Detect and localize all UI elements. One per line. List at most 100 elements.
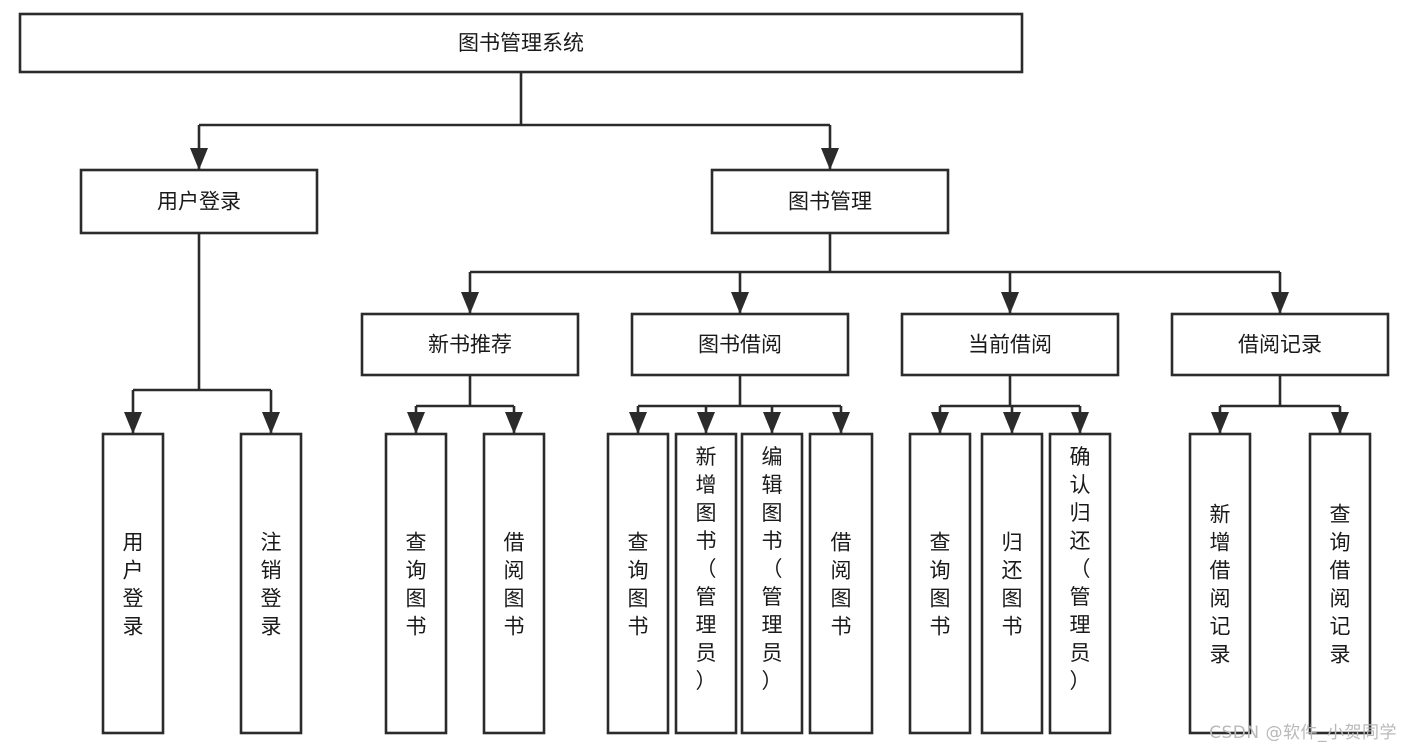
svg-text:归: 归 (1070, 501, 1091, 525)
node-box-leaf-user-login[interactable] (101, 432, 165, 735)
node-box-leaf-add-record[interactable] (1188, 432, 1252, 735)
svg-text:书: 书 (504, 615, 525, 639)
svg-text:录: 录 (261, 615, 282, 639)
node-box-leaf-add-book[interactable] (674, 432, 738, 735)
arrow-head-icon-leaf-add-book (697, 412, 715, 434)
node-box-borrow-record[interactable] (1170, 312, 1390, 377)
arrow-head-icon-user-login (190, 148, 208, 170)
svg-text:理: 理 (1070, 613, 1091, 637)
arrow-head-icon-leaf-query-record (1331, 412, 1349, 434)
svg-text:询: 询 (628, 559, 649, 583)
svg-text:辑: 辑 (762, 473, 783, 497)
svg-text:图: 图 (504, 587, 525, 611)
node-labels-layer: 图书管理系统用户登录图书管理新书推荐图书借阅当前借阅借阅记录用户登录注销登录查询… (123, 31, 1351, 693)
svg-text:书: 书 (1002, 615, 1023, 639)
node-label-root: 图书管理系统 (458, 31, 584, 55)
node-box-leaf-return-book[interactable] (980, 432, 1044, 735)
svg-text:查: 查 (628, 531, 649, 555)
arrow-head-icon-leaf-query-book-2 (629, 412, 647, 434)
svg-text:户: 户 (123, 559, 144, 583)
node-box-leaf-query-book-3[interactable] (908, 432, 972, 735)
svg-text:理: 理 (762, 613, 783, 637)
arrow-head-icon-book-borrow (731, 292, 749, 314)
svg-text:编: 编 (762, 445, 783, 469)
svg-text:书: 书 (930, 615, 951, 639)
node-box-current-borrow[interactable] (900, 312, 1120, 377)
arrow-head-icon-leaf-query-book-3 (931, 412, 949, 434)
node-box-user-login[interactable] (79, 168, 319, 235)
svg-text:查: 查 (930, 531, 951, 555)
svg-text:还: 还 (1070, 529, 1091, 553)
arrow-head-icon-leaf-user-login (124, 412, 142, 434)
svg-text:录: 录 (123, 615, 144, 639)
svg-text:借: 借 (1330, 559, 1351, 583)
node-box-leaf-borrow-book-2[interactable] (808, 432, 874, 735)
svg-text:新: 新 (1210, 503, 1231, 527)
svg-text:借: 借 (504, 531, 525, 555)
svg-text:图: 图 (1002, 587, 1023, 611)
svg-text:管: 管 (696, 585, 717, 609)
node-label-user-login: 用户登录 (157, 190, 241, 214)
arrow-head-icon-leaf-add-record (1211, 412, 1229, 434)
arrow-head-icon-borrow-record (1271, 292, 1289, 314)
svg-text:）: ） (762, 669, 783, 693)
arrow-head-icon-leaf-return-book (1003, 412, 1021, 434)
node-box-leaf-query-book-2[interactable] (606, 432, 670, 735)
node-box-leaf-edit-book[interactable] (740, 432, 804, 735)
svg-text:询: 询 (406, 559, 427, 583)
node-box-book-borrow[interactable] (630, 312, 850, 377)
arrow-head-icon-leaf-logout (262, 412, 280, 434)
svg-text:员: 员 (696, 641, 717, 665)
node-label-leaf-user-login: 用户登录 (123, 531, 144, 639)
svg-text:）: ） (1070, 669, 1091, 693)
svg-text:用: 用 (123, 531, 144, 555)
node-label-book-borrow: 图书借阅 (698, 333, 782, 357)
svg-text:图: 图 (762, 501, 783, 525)
svg-text:）: ） (696, 669, 717, 693)
node-box-leaf-confirm-return[interactable] (1048, 432, 1112, 735)
svg-text:管: 管 (762, 585, 783, 609)
svg-text:查: 查 (406, 531, 427, 555)
svg-text:书: 书 (628, 615, 649, 639)
node-label-new-book-recommend: 新书推荐 (428, 333, 512, 357)
svg-text:记: 记 (1330, 615, 1351, 639)
svg-text:员: 员 (762, 641, 783, 665)
node-box-leaf-query-book-1[interactable] (384, 432, 448, 735)
node-label-current-borrow: 当前借阅 (968, 333, 1052, 357)
svg-text:阅: 阅 (1330, 587, 1351, 611)
node-boxes-layer (18, 12, 1390, 735)
svg-text:图: 图 (831, 587, 852, 611)
node-box-new-book-recommend[interactable] (360, 312, 580, 377)
csdn-watermark: CSDN @软件_小贺同学 (1209, 723, 1397, 743)
node-box-root[interactable] (18, 12, 1024, 74)
svg-text:登: 登 (123, 587, 144, 611)
svg-text:（: （ (696, 557, 717, 581)
arrow-head-icon-leaf-confirm-return (1071, 412, 1089, 434)
svg-text:录: 录 (1210, 643, 1231, 667)
node-box-leaf-logout[interactable] (239, 432, 303, 735)
arrow-head-icon-book-management (821, 148, 839, 170)
node-box-leaf-borrow-book-1[interactable] (482, 432, 546, 735)
arrow-head-icon-leaf-borrow-book-2 (832, 412, 850, 434)
svg-text:图: 图 (628, 587, 649, 611)
node-label-book-management: 图书管理 (788, 190, 872, 214)
node-box-leaf-query-record[interactable] (1308, 432, 1372, 735)
node-box-book-management[interactable] (710, 168, 950, 235)
svg-text:新: 新 (696, 445, 717, 469)
arrow-head-icon-new-book-recommend (461, 292, 479, 314)
svg-text:理: 理 (696, 613, 717, 637)
svg-text:认: 认 (1070, 473, 1091, 497)
svg-text:登: 登 (261, 587, 282, 611)
svg-text:书: 书 (831, 615, 852, 639)
svg-text:图: 图 (406, 587, 427, 611)
